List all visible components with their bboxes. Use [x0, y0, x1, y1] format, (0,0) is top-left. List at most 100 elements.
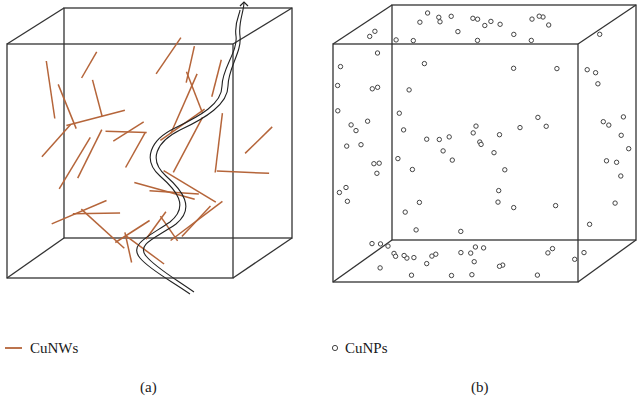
- nanoparticle: [375, 85, 379, 89]
- nanoparticle: [471, 131, 475, 135]
- nanowire: [106, 131, 147, 132]
- nanowire: [52, 201, 107, 224]
- nanoparticle: [407, 88, 411, 92]
- nanoparticle: [394, 38, 398, 42]
- nanoparticle: [422, 61, 426, 65]
- nanoparticle: [530, 17, 534, 21]
- nanoparticle: [587, 222, 591, 226]
- nanoparticle: [456, 29, 460, 33]
- nanoparticle: [498, 22, 502, 26]
- nanoparticle: [450, 158, 454, 162]
- nanoparticle: [393, 254, 397, 258]
- nanoparticle: [370, 87, 374, 91]
- nanoparticle: [438, 20, 442, 24]
- nanoparticle: [555, 66, 559, 70]
- nanowire: [156, 38, 181, 74]
- nanoparticle: [619, 133, 623, 137]
- nanowire: [82, 52, 97, 78]
- nanoparticle: [619, 174, 623, 178]
- nanoparticle: [529, 38, 533, 42]
- nanoparticle: [475, 38, 479, 42]
- nanoparticle: [344, 185, 348, 189]
- nanowire: [212, 60, 222, 97]
- nanoparticle: [585, 68, 589, 72]
- nanoparticle: [550, 246, 554, 250]
- nanoparticle: [370, 241, 374, 245]
- panel-label: (a): [140, 378, 157, 396]
- nanoparticle: [372, 162, 376, 166]
- nanowire: [217, 171, 269, 173]
- nanoparticle: [377, 161, 381, 165]
- nanoparticle: [337, 190, 341, 194]
- conduction-path: [137, 2, 244, 294]
- nanoparticle: [449, 273, 453, 277]
- nanoparticle: [430, 254, 434, 258]
- nanoparticle: [345, 199, 349, 203]
- nanowire: [125, 235, 164, 264]
- nanoparticle: [396, 156, 400, 160]
- nanoparticle: [601, 120, 605, 124]
- cube-outline: [7, 8, 292, 278]
- nanoparticle: [373, 29, 377, 33]
- nanoparticle: [365, 119, 369, 123]
- nanoparticle: [418, 20, 422, 24]
- nanoparticle: [535, 273, 539, 277]
- nanowire: [245, 127, 272, 153]
- nanoparticle: [497, 264, 501, 268]
- nanowire: [66, 110, 125, 125]
- nanoparticle: [475, 17, 479, 21]
- nanoparticle: [593, 71, 597, 75]
- nanowire: [186, 46, 194, 83]
- nanoparticle: [354, 128, 358, 132]
- nanoparticle: [492, 151, 496, 155]
- nanoparticle: [437, 137, 441, 141]
- nanoparticle: [537, 14, 541, 18]
- nanoparticle: [459, 250, 463, 254]
- nanoparticle: [335, 83, 339, 87]
- nanoparticle: [481, 246, 485, 250]
- nanoparticle: [449, 14, 453, 18]
- nanoparticle: [503, 168, 507, 172]
- panel-label: (b): [471, 378, 489, 396]
- nanoparticle: [410, 167, 414, 171]
- nanoparticle: [511, 66, 515, 70]
- nanoparticle: [596, 82, 600, 86]
- nanoparticle: [412, 255, 416, 259]
- nanoparticle: [359, 143, 363, 147]
- nanoparticle: [447, 135, 451, 139]
- nanoparticle: [613, 201, 617, 205]
- nanoparticle: [345, 144, 349, 148]
- nanoparticle: [403, 210, 407, 214]
- nanoparticle: [349, 123, 353, 127]
- nanoparticles: [335, 11, 631, 278]
- nanoparticle: [437, 15, 441, 19]
- nanoparticle: [607, 123, 611, 127]
- nanoparticle: [489, 19, 493, 23]
- nanoparticle: [496, 200, 500, 204]
- nanowire: [58, 84, 76, 128]
- nanoparticle: [378, 242, 382, 246]
- nanowire: [134, 183, 194, 200]
- nanoparticle: [336, 109, 340, 113]
- legend-text: CuNPs: [345, 339, 388, 357]
- nanoparticle: [469, 251, 473, 255]
- nanoparticle: [471, 16, 475, 20]
- nanoparticle: [544, 124, 548, 128]
- nanoparticle: [414, 228, 418, 232]
- nanoparticle: [474, 124, 478, 128]
- legend-text: CuNWs: [30, 339, 78, 357]
- nanoparticle: [546, 251, 550, 255]
- nanoparticle: [386, 244, 390, 248]
- nanoparticle: [621, 115, 625, 119]
- nanoparticle: [614, 160, 618, 164]
- nanoparticle: [417, 200, 421, 204]
- nanowire: [215, 113, 222, 172]
- nanoparticle: [470, 273, 474, 277]
- nanowire: [73, 212, 120, 214]
- cube-outline: [333, 5, 636, 282]
- nanoparticle: [425, 261, 429, 265]
- nanoparticle: [473, 245, 477, 249]
- nanowire: [187, 72, 203, 113]
- nanoparticle: [472, 260, 476, 264]
